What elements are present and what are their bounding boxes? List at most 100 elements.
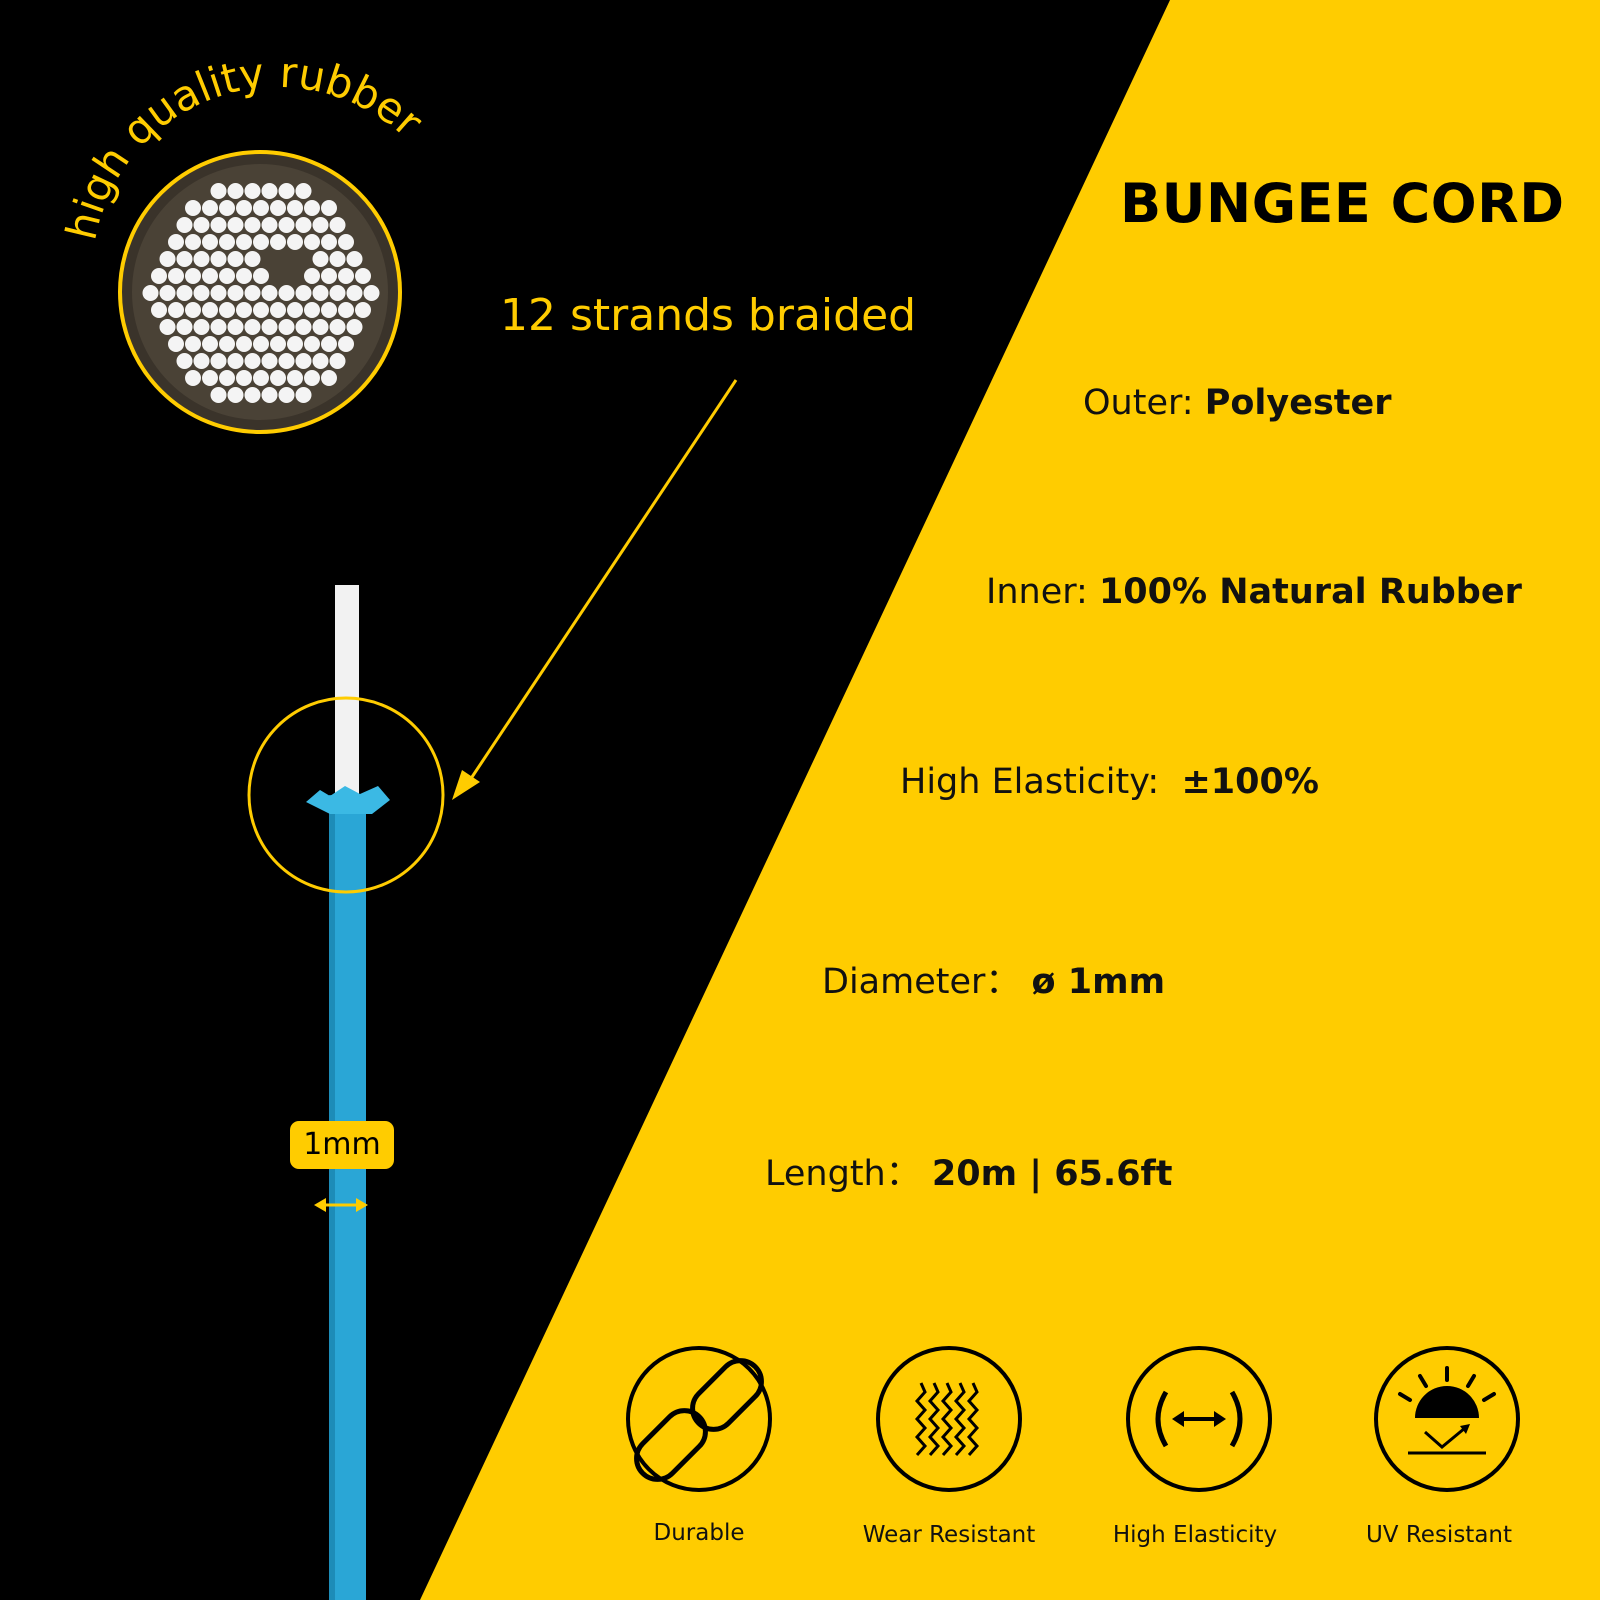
- spec-value: ø 1mm: [1031, 962, 1166, 1002]
- strands-callout: 12 strands braided: [500, 290, 917, 341]
- sun-icon: [1374, 1346, 1520, 1492]
- rubber-strand: [295, 285, 312, 301]
- rubber-strand: [304, 302, 320, 318]
- rubber-strand: [287, 370, 303, 386]
- rubber-strand: [176, 285, 193, 301]
- rubber-strand: [270, 234, 286, 250]
- rubber-strand: [270, 336, 286, 352]
- rubber-strand: [329, 217, 346, 233]
- rubber-strand: [312, 251, 329, 267]
- rubber-strand: [176, 251, 193, 267]
- rubber-strand: [210, 217, 227, 233]
- callout-arrow: [452, 379, 738, 800]
- page-title: BUNGEE CORD: [1120, 172, 1565, 235]
- rubber-strand: [321, 200, 337, 216]
- rubber-strand: [236, 302, 252, 318]
- rubber-strand: [304, 370, 320, 386]
- rubber-strand: [210, 251, 227, 267]
- rubber-strand: [219, 234, 235, 250]
- rubber-strand: [202, 200, 218, 216]
- width-badge: 1mm: [290, 1121, 394, 1169]
- rubber-strand: [236, 370, 252, 386]
- wave-line: [914, 1382, 928, 1456]
- rubber-strand: [253, 302, 269, 318]
- rubber-strand: [312, 217, 329, 233]
- rubber-strand: [227, 353, 244, 369]
- wave-line: [940, 1382, 954, 1456]
- rubber-strand: [244, 217, 261, 233]
- rubber-strand: [338, 268, 354, 284]
- spec-inner: Inner: 100% Natural Rubber: [986, 572, 1522, 612]
- rubber-strand: [193, 217, 210, 233]
- rubber-strand: [185, 336, 201, 352]
- rubber-strand: [278, 183, 295, 199]
- rubber-strand: [346, 319, 363, 335]
- rubber-strand: [227, 319, 244, 335]
- rubber-strand: [270, 200, 286, 216]
- rubber-strand: [227, 217, 244, 233]
- rubber-strand: [312, 353, 329, 369]
- rubber-strand: [270, 302, 286, 318]
- spec-label: Diameter：: [822, 962, 1021, 1002]
- rubber-strand: [210, 387, 227, 403]
- rubber-strand: [295, 319, 312, 335]
- rubber-strand: [151, 268, 167, 284]
- spec-value: Polyester: [1204, 383, 1392, 423]
- rubber-strand: [210, 285, 227, 301]
- rubber-strand: [142, 285, 159, 301]
- rubber-strand: [261, 183, 278, 199]
- rubber-strand: [329, 285, 346, 301]
- spec-value: 100% Natural Rubber: [1098, 572, 1522, 612]
- rubber-strand: [202, 336, 218, 352]
- rubber-strand: [261, 387, 278, 403]
- rubber-strand: [219, 336, 235, 352]
- rubber-strand: [227, 387, 244, 403]
- spec-label: Length：: [765, 1154, 921, 1194]
- rubber-strand: [159, 285, 176, 301]
- rubber-strand: [295, 353, 312, 369]
- rubber-strand: [321, 370, 337, 386]
- rubber-strand: [244, 319, 261, 335]
- rubber-strand: [185, 200, 201, 216]
- rubber-strand: [219, 370, 235, 386]
- rubber-strand: [193, 319, 210, 335]
- rubber-strand: [193, 251, 210, 267]
- yellow-panel: [420, 0, 1600, 1600]
- rubber-strand: [159, 251, 176, 267]
- spec-label: Inner:: [986, 572, 1088, 612]
- rubber-strand: [185, 234, 201, 250]
- spec-value: ±100%: [1181, 762, 1319, 802]
- rubber-strand: [176, 217, 193, 233]
- rubber-strand: [253, 200, 269, 216]
- rubber-strand: [219, 268, 235, 284]
- rubber-strand: [227, 183, 244, 199]
- stretch-arrows-icon: [1126, 1346, 1272, 1492]
- rubber-strand: [278, 285, 295, 301]
- rubber-strand: [159, 319, 176, 335]
- rubber-strand: [253, 268, 269, 284]
- rubber-strand: [168, 336, 184, 352]
- rubber-strand: [329, 251, 346, 267]
- spec-outer: Outer: Polyester: [1083, 383, 1392, 423]
- rubber-strand: [321, 234, 337, 250]
- rubber-strand: [278, 319, 295, 335]
- rubber-strand: [355, 302, 371, 318]
- rubber-strand: [261, 285, 278, 301]
- rubber-strand: [261, 319, 278, 335]
- rubber-strand: [295, 387, 312, 403]
- rubber-strand: [287, 200, 303, 216]
- rubber-strand: [338, 234, 354, 250]
- rubber-strand: [202, 234, 218, 250]
- rubber-strand: [261, 217, 278, 233]
- rubber-strand: [193, 353, 210, 369]
- rubber-strand: [329, 353, 346, 369]
- rubber-strand: [253, 370, 269, 386]
- rubber-strand: [202, 370, 218, 386]
- rubber-strand: [227, 285, 244, 301]
- rubber-strand: [202, 268, 218, 284]
- rubber-strand: [244, 183, 261, 199]
- feature-label-durable: Durable: [653, 1520, 745, 1546]
- rubber-strand: [193, 285, 210, 301]
